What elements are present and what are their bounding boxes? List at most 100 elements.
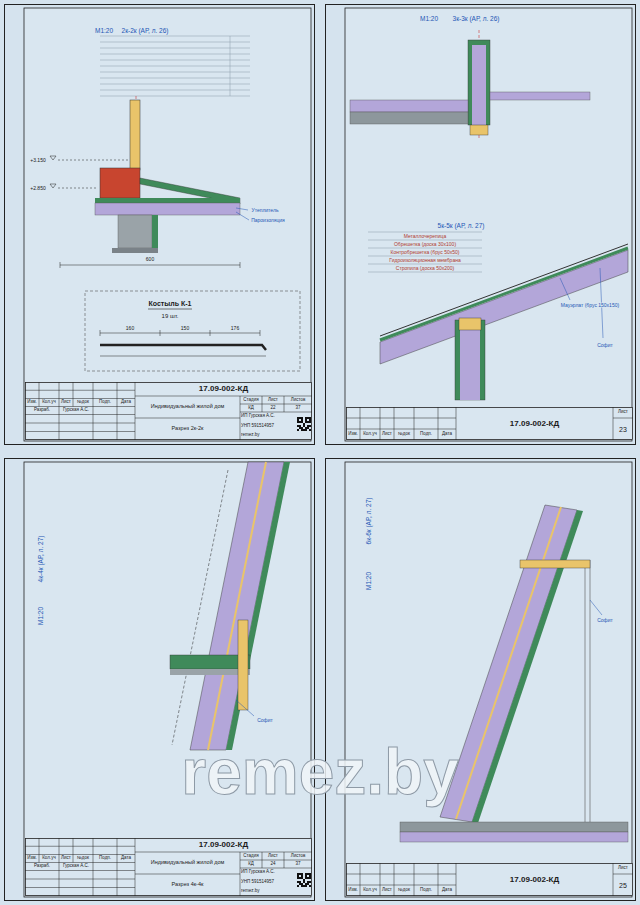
qr-code bbox=[301, 875, 303, 877]
qr-code bbox=[307, 427, 309, 429]
dimension-line bbox=[260, 330, 261, 336]
title-block-cell: №док bbox=[73, 399, 93, 407]
layer-table bbox=[368, 248, 482, 249]
roof-section bbox=[380, 244, 628, 336]
title-block-cell: Кол.уч bbox=[360, 429, 380, 440]
qr-code bbox=[307, 425, 309, 427]
title-block-cell: 25 bbox=[613, 874, 633, 896]
qr-code bbox=[307, 883, 309, 885]
qr-code bbox=[297, 425, 299, 427]
layer-table bbox=[368, 272, 482, 273]
title-block-rule bbox=[360, 407, 361, 440]
title-block-rule bbox=[93, 382, 94, 440]
roof-section bbox=[380, 250, 628, 364]
roof-section bbox=[459, 318, 481, 330]
roof-section bbox=[380, 244, 628, 400]
elevation-mark: +3.150 bbox=[29, 158, 46, 163]
title-block-cell: remez.by bbox=[241, 887, 296, 896]
qr-code bbox=[309, 885, 311, 887]
title-block-rule bbox=[25, 414, 135, 415]
layer-note: Контробрешетка (брус 50х50) bbox=[390, 250, 461, 255]
dimension-line bbox=[60, 265, 240, 266]
roof-section bbox=[170, 462, 290, 750]
title-block-rule bbox=[414, 407, 415, 440]
sheet-frame bbox=[345, 8, 632, 441]
title-block-cell: Кол.уч bbox=[39, 855, 59, 863]
title-block-cell: 17.09-002-КД bbox=[456, 863, 613, 896]
title-block-rule bbox=[25, 406, 135, 407]
layer-table bbox=[100, 72, 250, 73]
qr-code bbox=[307, 421, 309, 423]
layer-note: Обрешетка (доска 30х100) bbox=[393, 242, 457, 247]
title-block-cell: ИП Гурская А.С. bbox=[241, 412, 296, 421]
title-block-cell: 37 bbox=[284, 404, 312, 412]
leader-line bbox=[236, 208, 249, 220]
qr-code bbox=[309, 425, 311, 427]
roof-section bbox=[440, 505, 577, 822]
title-block-cell: Листов bbox=[284, 852, 312, 860]
wall-section bbox=[350, 112, 468, 124]
elevation-mark bbox=[58, 188, 98, 189]
roof-section bbox=[238, 620, 248, 710]
annotation-note: Мауэрлат (брус 150х150) bbox=[560, 303, 620, 308]
title-block-rule bbox=[25, 398, 135, 399]
wall-section bbox=[350, 30, 590, 140]
title-block-rule bbox=[380, 407, 381, 440]
title-block-cell: Лист bbox=[380, 429, 394, 440]
annotation-note: Софит bbox=[596, 343, 614, 348]
title-block-rule bbox=[117, 382, 118, 440]
roof-section bbox=[400, 832, 628, 842]
title-block-cell: Изм. bbox=[25, 855, 39, 863]
title-block-rule bbox=[414, 863, 415, 896]
dimension-line bbox=[160, 330, 161, 336]
title-block-cell: 23 bbox=[613, 418, 633, 440]
title-block-rule bbox=[25, 390, 135, 391]
qr-code bbox=[305, 873, 307, 875]
title-block-cell: Стадия bbox=[240, 852, 262, 860]
title-block-rule bbox=[73, 382, 74, 407]
dimension-value: 150 bbox=[180, 326, 190, 331]
title-block-rule bbox=[360, 863, 361, 896]
title-block-rule bbox=[456, 863, 457, 896]
layer-table bbox=[100, 84, 250, 85]
qr-code bbox=[299, 417, 301, 419]
section-title: 5к-5к (АР, л. 27) bbox=[438, 223, 485, 230]
wall-section bbox=[472, 45, 486, 125]
title-block-rule bbox=[25, 431, 135, 432]
dimension-value: 160 bbox=[125, 326, 135, 331]
leader-line bbox=[236, 700, 254, 716]
title-block-rule bbox=[438, 863, 439, 896]
qr-code bbox=[299, 881, 301, 883]
leader-line bbox=[236, 212, 249, 220]
scale-label: М1:20 bbox=[420, 16, 438, 23]
title-block-rule bbox=[613, 418, 633, 419]
title-block-cell: Дата bbox=[438, 429, 456, 440]
dimension-value: 176 bbox=[230, 326, 240, 331]
qr-code bbox=[299, 421, 301, 423]
title-block-cell: Разраб. bbox=[25, 407, 59, 415]
roof-section bbox=[472, 510, 583, 823]
wall-section bbox=[95, 96, 240, 253]
title-block-rule bbox=[25, 879, 135, 880]
title-block-cell: 37 bbox=[284, 860, 312, 868]
title-block-border bbox=[26, 839, 312, 896]
title-block-cell: Лист bbox=[262, 852, 284, 860]
wall-section bbox=[490, 92, 590, 100]
layer-table bbox=[368, 240, 482, 241]
title-block-cell: Кол.уч bbox=[39, 399, 59, 407]
watermark: remez.by bbox=[181, 740, 458, 804]
title-block-rule bbox=[284, 396, 285, 412]
elevation-mark bbox=[50, 156, 56, 160]
title-block-rule bbox=[240, 404, 312, 405]
title-block-cell: Разрез 2к-2к bbox=[135, 418, 240, 440]
title-block-cell: Подп. bbox=[93, 399, 117, 407]
title-block-rule bbox=[613, 407, 614, 440]
section-title: 2к-2к (АР, л. 26) bbox=[122, 28, 169, 35]
sheet-frame bbox=[24, 462, 311, 897]
title-block-rule bbox=[135, 838, 136, 896]
elevation-mark bbox=[50, 156, 128, 188]
dimension-line bbox=[100, 356, 266, 357]
title-block-cell: Подп. bbox=[414, 885, 438, 896]
layer-table bbox=[100, 48, 250, 49]
qr-code bbox=[309, 875, 311, 877]
